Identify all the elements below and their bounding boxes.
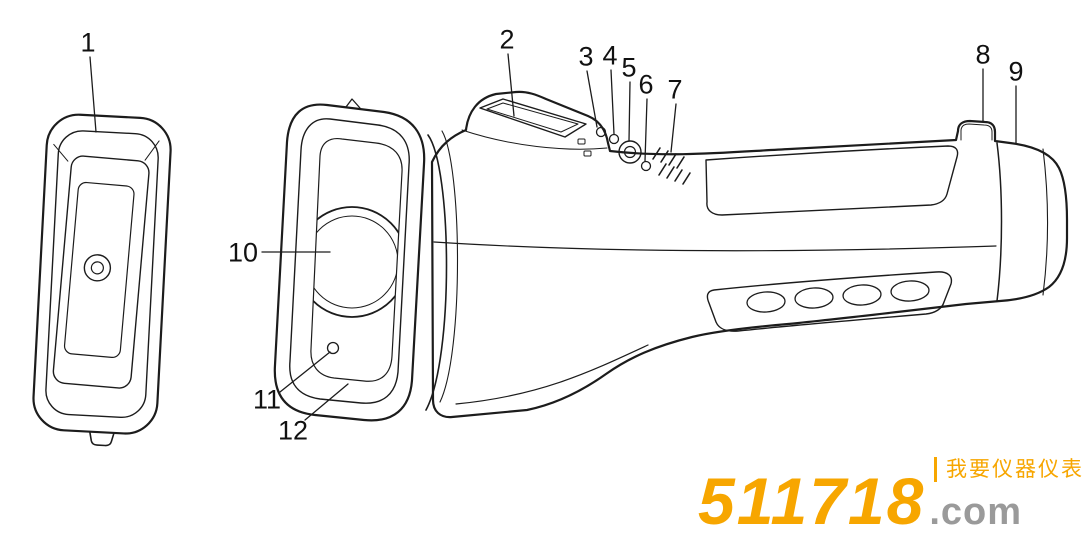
leader-line-1 <box>89 56 97 133</box>
rear-cap-drawing <box>996 142 1049 302</box>
callout-1: 1 <box>80 27 96 58</box>
callout-4: 4 <box>602 40 618 71</box>
control-buttons-drawing <box>577 126 652 172</box>
leader-line-11 <box>279 351 331 393</box>
display-screen-drawing <box>461 98 608 150</box>
front-hood-drawing <box>273 98 426 422</box>
leader-line-7 <box>670 103 677 153</box>
leader-line-4 <box>610 69 615 135</box>
body-seam-line <box>433 241 997 252</box>
callout-8: 8 <box>975 39 991 70</box>
callout-7: 7 <box>667 74 683 105</box>
callout-12: 12 <box>277 415 309 446</box>
callout-10: 10 <box>227 237 259 268</box>
watermark-brand-text: 511718 <box>698 464 926 538</box>
watermark-tagline: 我要仪器仪表 <box>934 457 1084 483</box>
leader-line-2 <box>507 53 515 117</box>
leader-line-5 <box>628 81 631 142</box>
watermark-suffix-text: .com <box>929 491 1023 533</box>
hood-notch-drawing <box>345 98 361 109</box>
watermark-domain: 511718 .com <box>698 468 1022 534</box>
callout-5: 5 <box>621 52 637 83</box>
laser-aperture-drawing <box>326 341 340 355</box>
lens-cap-drawing <box>32 113 172 447</box>
leader-line-3 <box>586 70 598 128</box>
device-body-drawing <box>425 90 1069 419</box>
callout-9: 9 <box>1008 56 1024 87</box>
mount-ring-line <box>425 134 448 411</box>
leader-line-6 <box>644 98 648 162</box>
callout-2: 2 <box>499 24 515 55</box>
rear-clip-drawing <box>960 123 993 141</box>
callout-11: 11 <box>252 384 282 415</box>
leader-lines <box>89 53 1017 421</box>
grip-slots-drawing <box>706 271 953 332</box>
callout-6: 6 <box>638 69 654 100</box>
top-panel-drawing <box>705 145 959 216</box>
leader-line-12 <box>304 383 349 421</box>
callout-3: 3 <box>578 41 594 72</box>
vent-grille-drawing <box>652 147 691 185</box>
